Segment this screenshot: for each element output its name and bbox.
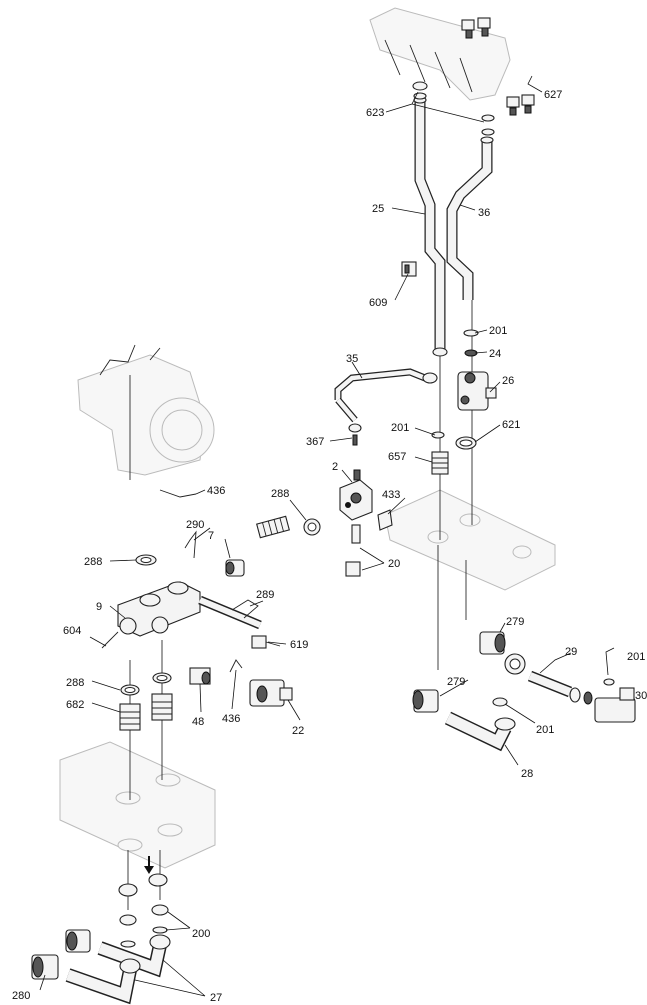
label-280: 280 bbox=[12, 990, 30, 1002]
lower-frame-outline bbox=[59, 741, 216, 869]
label-289: 289 bbox=[256, 589, 274, 601]
pipe-29 bbox=[527, 670, 593, 705]
pipe-25 bbox=[413, 96, 446, 350]
label-201-b: 201 bbox=[391, 422, 409, 434]
label-201-c: 201 bbox=[627, 651, 645, 663]
label-609: 609 bbox=[369, 297, 387, 309]
clip-top bbox=[461, 17, 491, 39]
clip-627 bbox=[506, 94, 535, 116]
fittings-682 bbox=[119, 693, 173, 731]
valve-26 bbox=[457, 371, 497, 411]
seal-288-lower bbox=[120, 672, 172, 696]
label-2: 2 bbox=[332, 461, 338, 473]
label-25: 25 bbox=[372, 203, 384, 215]
label-657: 657 bbox=[388, 451, 406, 463]
leader-lines bbox=[39, 75, 615, 997]
part-433 bbox=[377, 509, 393, 531]
label-288-b: 288 bbox=[84, 556, 102, 568]
part-labels: 623 627 25 36 609 201 24 35 26 367 201 6… bbox=[12, 89, 647, 1004]
label-35: 35 bbox=[346, 353, 358, 365]
part-48 bbox=[189, 667, 211, 685]
clip-604 bbox=[101, 631, 119, 649]
label-604: 604 bbox=[63, 625, 81, 637]
block-2 bbox=[339, 469, 373, 521]
valve-30 bbox=[594, 678, 636, 723]
label-433: 433 bbox=[382, 489, 400, 501]
label-623: 623 bbox=[366, 107, 384, 119]
seal-201-lower-right bbox=[492, 697, 508, 707]
pump-outline bbox=[77, 344, 215, 476]
seal-288-upper bbox=[303, 518, 321, 536]
label-9: 9 bbox=[96, 601, 102, 613]
label-288-c: 288 bbox=[66, 677, 84, 689]
label-367: 367 bbox=[306, 436, 324, 448]
label-279-b: 279 bbox=[447, 676, 465, 688]
label-290: 290 bbox=[186, 519, 204, 531]
pipe-35 bbox=[334, 368, 438, 423]
assembly-lines bbox=[127, 280, 473, 910]
seal-288-left bbox=[135, 554, 157, 566]
label-22: 22 bbox=[292, 725, 304, 737]
label-279-a: 279 bbox=[506, 616, 524, 628]
clip-609 bbox=[401, 261, 417, 277]
clip-289 bbox=[231, 599, 259, 619]
label-30: 30 bbox=[635, 690, 647, 702]
label-29: 29 bbox=[565, 646, 577, 658]
seals-200 bbox=[118, 873, 169, 948]
valve-22 bbox=[249, 679, 293, 707]
fitting-279-lower bbox=[412, 689, 439, 713]
clip-436-lower bbox=[229, 659, 243, 673]
clip-436-upper bbox=[159, 489, 197, 498]
right-frame-outline bbox=[384, 489, 556, 591]
label-621: 621 bbox=[502, 419, 520, 431]
label-48: 48 bbox=[192, 716, 204, 728]
part-367 bbox=[348, 423, 362, 446]
manifold-9 bbox=[117, 581, 262, 637]
seals-201-24 bbox=[432, 329, 479, 357]
filter bbox=[256, 515, 290, 539]
label-28: 28 bbox=[521, 768, 533, 780]
top-bracket-outline bbox=[369, 7, 511, 101]
label-201-d: 201 bbox=[536, 724, 554, 736]
down-arrow-icon bbox=[144, 856, 154, 874]
label-200: 200 bbox=[192, 928, 210, 940]
label-20: 20 bbox=[388, 558, 400, 570]
label-288-a: 288 bbox=[271, 488, 289, 500]
fittings-280 bbox=[31, 929, 91, 980]
label-201-a: 201 bbox=[489, 325, 507, 337]
elbows-27 bbox=[65, 934, 171, 1005]
label-627: 627 bbox=[544, 89, 562, 101]
label-436-a: 436 bbox=[207, 485, 225, 497]
seals-201-621 bbox=[431, 431, 477, 450]
part-20 bbox=[345, 524, 361, 577]
cap-7 bbox=[225, 559, 245, 577]
fitting-279-upper bbox=[479, 631, 506, 655]
label-24: 24 bbox=[489, 348, 501, 360]
elbow-28 bbox=[444, 711, 516, 752]
clip-290 bbox=[184, 530, 197, 559]
fitting-657 bbox=[431, 451, 449, 475]
label-27: 27 bbox=[210, 992, 222, 1004]
label-36: 36 bbox=[478, 207, 490, 219]
label-7: 7 bbox=[208, 530, 214, 542]
label-436-b: 436 bbox=[222, 713, 240, 725]
nut-right bbox=[504, 653, 526, 675]
label-682: 682 bbox=[66, 699, 84, 711]
pipe-36 bbox=[446, 136, 494, 300]
label-26: 26 bbox=[502, 375, 514, 387]
part-619 bbox=[251, 635, 281, 649]
label-619: 619 bbox=[290, 639, 308, 651]
